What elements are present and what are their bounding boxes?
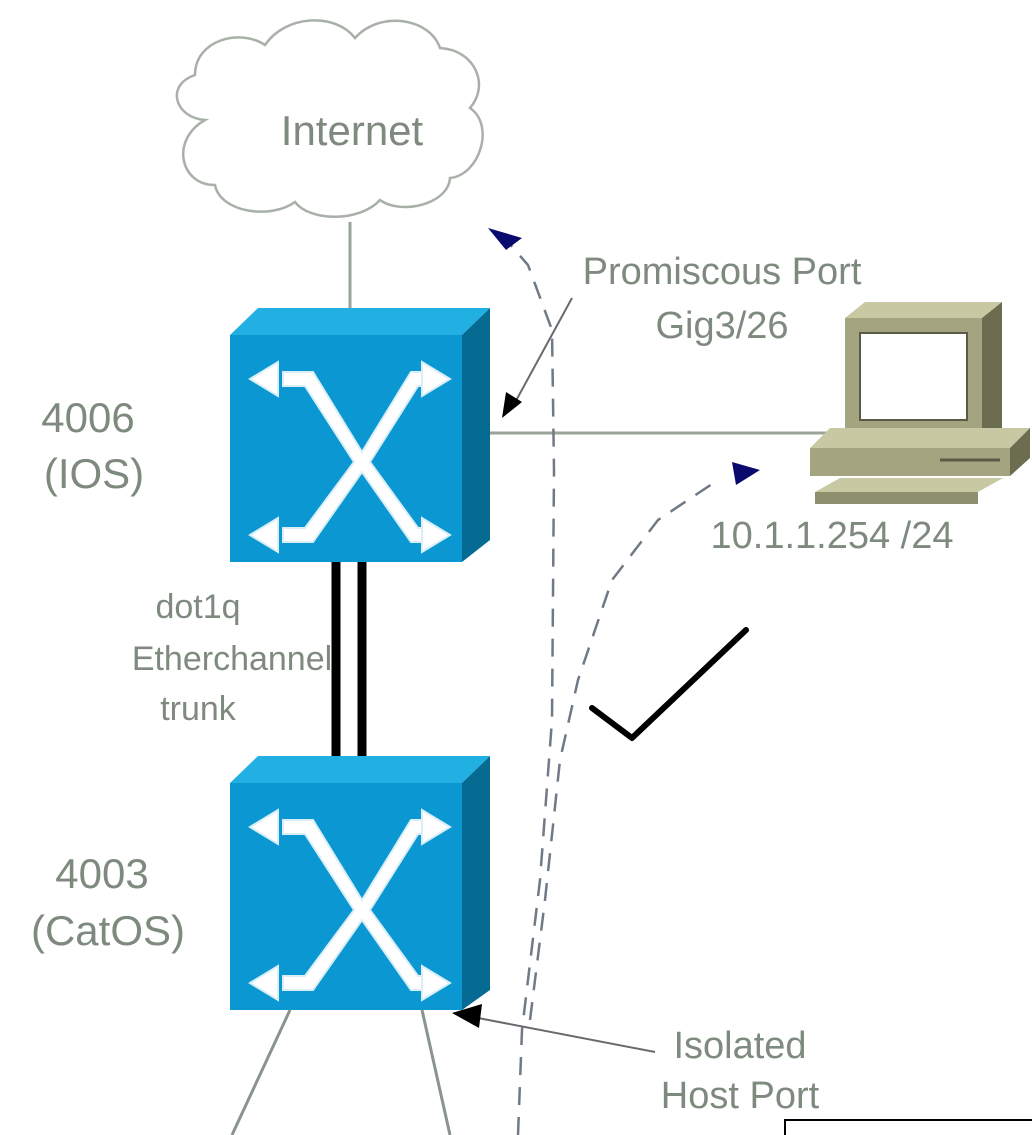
isolated-port-label-line2: Host Port [661,1075,820,1117]
traffic-path-to-workstation [528,482,713,1021]
switch-bottom-os-label: (CatOS) [31,907,185,954]
trunk-label-line1: dot1q [155,588,240,626]
internet-label: Internet [281,107,424,154]
switch-top-os-label: (IOS) [44,450,144,497]
switch-bottom-model-label: 4003 [55,850,148,897]
overlay-box [784,1119,1032,1135]
host-ip-label: 10.1.1.254 /24 [711,515,954,557]
etherchannel-trunk [331,562,367,760]
cloud-icon [175,19,484,218]
trunk-label-line3: trunk [160,690,237,728]
switch-icon [230,756,490,1010]
promiscuous-port-id-label: Gig3/26 [655,305,788,347]
switch-icon [230,308,490,562]
lower-cable-right [420,1009,452,1135]
trunk-label-line2: Etherchannel [132,640,332,678]
isolated-port-label-line1: Isolated [673,1025,806,1067]
isolated-pointer-arrowhead [452,1004,482,1028]
traffic-arrowhead-internet [488,228,522,250]
checkmark-icon [589,627,749,741]
lower-cable-left [230,1009,292,1135]
promiscuous-pointer-arrowhead [502,392,522,418]
isolated-pointer-line [477,1017,656,1053]
promiscuous-port-label: Promiscous Port [583,251,862,293]
promiscuous-pointer-line [511,297,573,409]
workstation-icon [810,302,1030,504]
traffic-path-to-internet [507,241,556,1135]
switch-top-model-label: 4006 [41,394,134,441]
traffic-arrowhead-workstation [732,462,760,485]
